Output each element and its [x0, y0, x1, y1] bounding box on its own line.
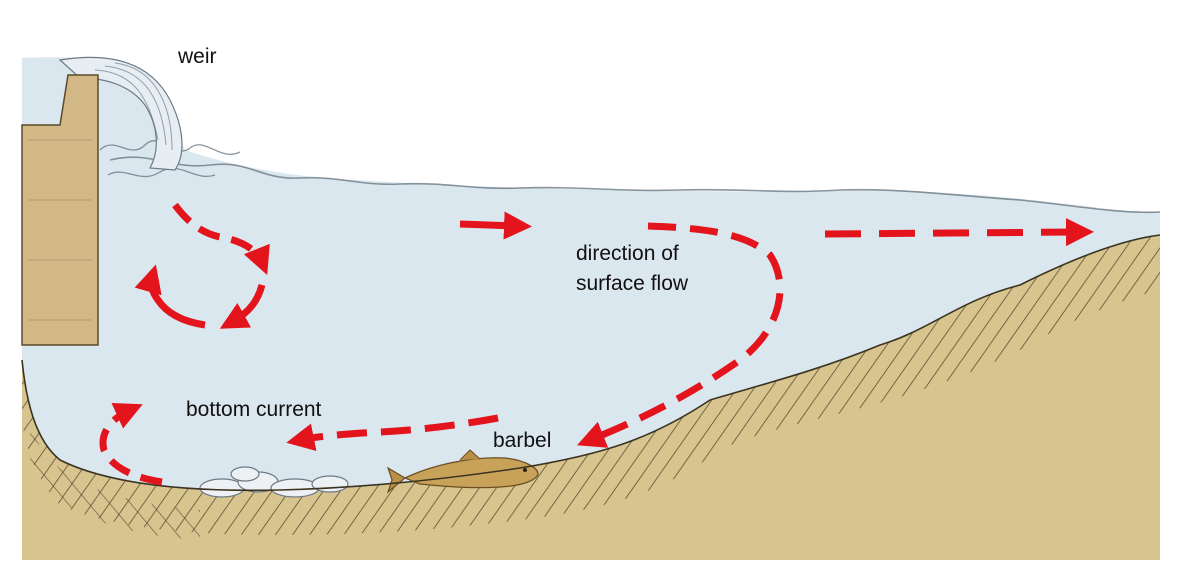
bank-hatching-cross: [30, 420, 200, 540]
bottom-current-label: bottom current: [186, 398, 322, 421]
bottom-current-return-arrow: [99, 403, 163, 486]
barbel-label: barbel: [493, 429, 552, 452]
barbel-fish-icon: [386, 449, 539, 494]
weir-wall-icon: [21, 74, 99, 346]
riverbed-line: [21, 234, 1161, 492]
surface-flow-arrow-1: [459, 211, 532, 240]
eddy-arrow-2: [219, 284, 266, 329]
eddy-arrow-1: [172, 202, 270, 275]
weir-label: weir: [178, 45, 217, 68]
surface-flow-label-line1: direction of: [576, 242, 679, 265]
waterfall-lines: [94, 62, 173, 151]
eddy-arrow-3: [134, 264, 206, 329]
weir-waterfall: [58, 56, 183, 171]
river-bank: [22, 235, 1160, 560]
bottom-current-arrow: [286, 414, 499, 451]
riverbed-stones-icon: [199, 466, 349, 498]
surface-flow-arrow-curve: [577, 222, 784, 448]
surface-flow-label-line2: surface flow: [576, 272, 689, 295]
river-water: [22, 57, 1160, 491]
surface-ripples: [109, 156, 1161, 214]
surface-flow-arrow-right: [824, 218, 1094, 247]
